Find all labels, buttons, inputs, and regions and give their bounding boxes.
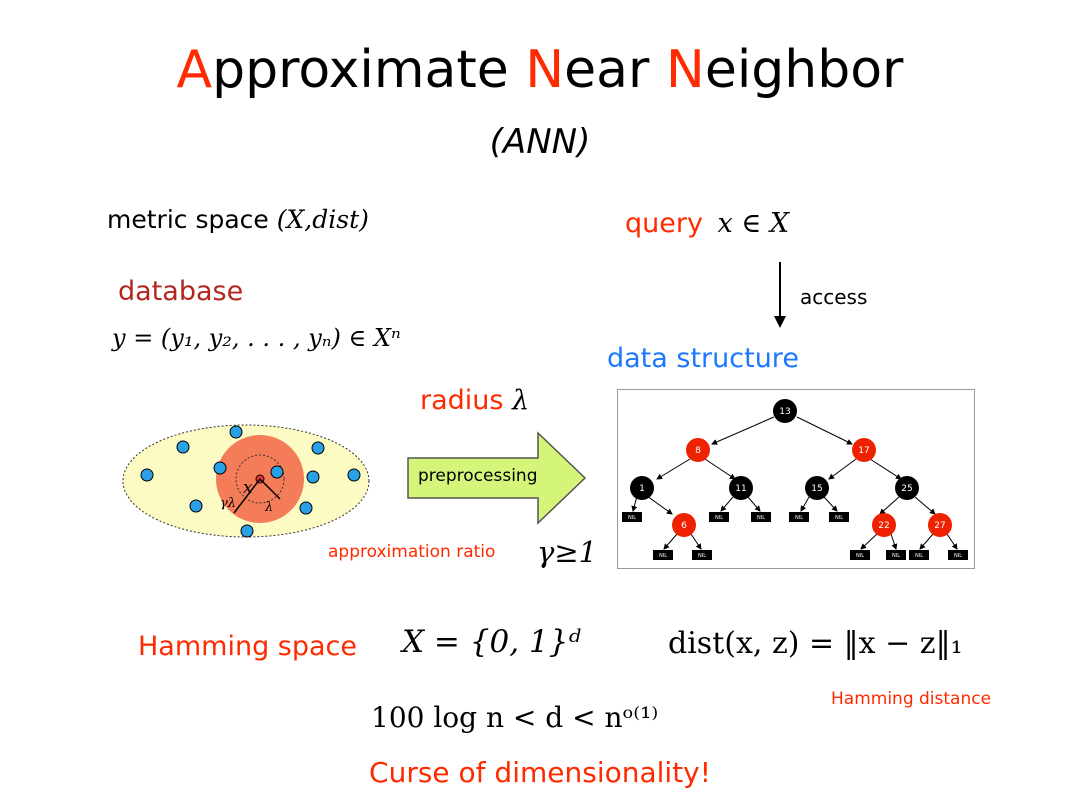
tree-node: 13 [773,399,797,423]
svg-text:NIL: NIL [856,553,864,559]
preprocessing-arrow [407,431,587,525]
nil-leaf: NIL [789,512,809,522]
access-arrow [774,262,786,328]
approximation-ratio-label: approximation ratio [328,542,496,562]
svg-text:NIL: NIL [628,515,636,521]
svg-text:1: 1 [639,484,645,494]
dimension-formula: 100 log n < d < nᵒ⁽¹⁾ [371,701,659,734]
slide-title: Approximate Near Neighbor [0,40,1080,100]
svg-text:25: 25 [901,484,912,494]
radius-label: radius [420,385,504,416]
svg-text:NIL: NIL [659,553,667,559]
svg-text:6: 6 [681,521,687,531]
svg-text:11: 11 [735,484,746,494]
svg-text:27: 27 [934,521,945,531]
svg-text:NIL: NIL [698,553,706,559]
nil-leaf: NIL [709,512,729,522]
hamming-space-label: Hamming space [138,631,357,662]
metric-space-label: metric space [107,205,269,234]
svg-text:NIL: NIL [757,515,765,521]
radius-circle [235,454,285,504]
tree-frame [617,389,975,569]
svg-text:NIL: NIL [915,553,923,559]
database-ellipse-diagram: x γλ λ [122,424,370,538]
hamming-distance-formula: dist(x, z) = ‖x − z‖₁ [668,626,963,661]
svg-text:NIL: NIL [954,553,962,559]
nil-leaf: NIL [948,550,968,560]
slide-subtitle: (ANN) [489,122,591,162]
database-point [213,461,227,475]
tree-node: 11 [729,476,753,500]
preprocessing-label: preprocessing [418,466,538,486]
access-label: access [800,285,868,309]
tree-node: 17 [852,438,876,462]
data-structure-label: data structure [607,343,799,374]
database-point [189,499,203,513]
hamming-distance-label: Hamming distance [831,689,992,709]
database-point [140,468,154,482]
tree-edges [631,416,958,550]
gamma-lambda-label: γλ [220,496,236,511]
database-point [347,468,361,482]
svg-text:NIL: NIL [892,553,900,559]
data-structure-tree: 13 8 17 1 11 15 25 6 22 27 NIL NIL NIL N… [617,389,975,569]
query-formula: x ∈ X [717,208,790,239]
query-point-label: x [243,478,253,498]
title-initial-a: A [176,40,213,100]
lambda-arrow [259,478,281,500]
tree-node: 25 [895,476,919,500]
title-initial-n1: N [525,40,565,100]
nil-leaf: NIL [829,512,849,522]
database-point [240,524,254,538]
svg-text:NIL: NIL [835,515,843,521]
database-point [270,465,284,479]
tree-node: 22 [872,513,896,537]
tree-nil-leaves: NIL NIL NIL NIL NIL NIL NIL NIL NIL NIL … [622,512,968,560]
database-point [176,440,190,454]
tree-node: 27 [928,513,952,537]
svg-text:22: 22 [878,521,889,531]
title-word-neighbor: eighbor [704,40,904,100]
svg-text:17: 17 [858,446,869,456]
title-initial-n2: N [665,40,705,100]
nil-leaf: NIL [886,550,906,560]
svg-text:8: 8 [695,446,701,456]
curse-of-dimensionality: Curse of dimensionality! [369,756,711,789]
hamming-space-formula: X = {0, 1}ᵈ [402,624,581,660]
database-point [311,441,325,455]
tree-node: 1 [630,476,654,500]
database-label: database [118,276,244,307]
svg-text:15: 15 [811,484,822,494]
database-formula: y = (y₁, y₂, . . . , yₙ) ∈ Xⁿ [112,324,401,352]
database-point [299,501,313,515]
query: query x ∈ X [625,208,789,239]
tree-node: 8 [686,438,710,462]
tree-node: 15 [805,476,829,500]
metric-space-formula: (X,dist) [276,205,369,234]
lambda-label: λ [264,500,273,515]
svg-text:NIL: NIL [795,515,803,521]
nil-leaf: NIL [653,550,673,560]
database-point [306,470,320,484]
gamma-lambda-arrow [233,478,261,514]
query-label: query [625,208,703,239]
svg-text:NIL: NIL [715,515,723,521]
title-word-near: ear [564,40,666,100]
approximation-ratio-formula: γ≥1 [537,535,598,569]
radius: radius λ [420,385,529,416]
nil-leaf: NIL [850,550,870,560]
nil-leaf: NIL [751,512,771,522]
title-word-approximate: pproximate [212,40,526,100]
nil-leaf: NIL [909,550,929,560]
metric-space: metric space (X,dist) [107,205,369,234]
tree-node: 6 [672,513,696,537]
database-points [140,425,361,538]
radius-symbol: λ [512,385,530,416]
svg-text:13: 13 [779,407,790,417]
nil-leaf: NIL [622,512,642,522]
database-point [229,425,243,439]
nil-leaf: NIL [692,550,712,560]
tree-nodes: 13 8 17 1 11 15 25 6 22 27 [630,399,952,537]
